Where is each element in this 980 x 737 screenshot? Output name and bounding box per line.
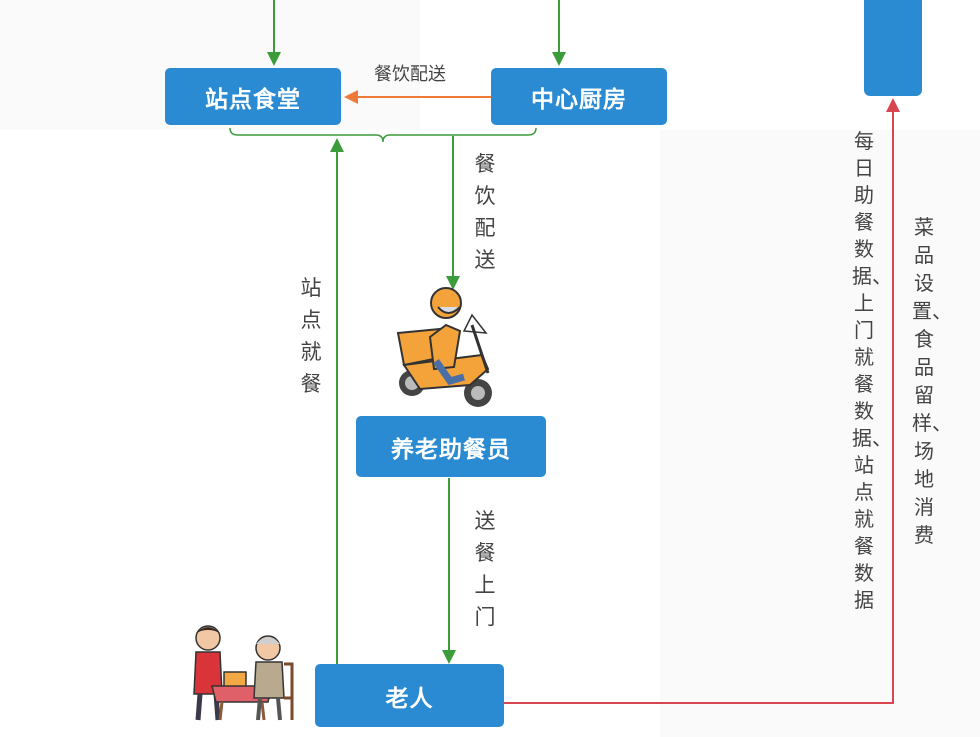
station-canteen-node: 站点食堂 (165, 68, 341, 125)
label-menu-settings: 菜品设置、食品留样、场地消费 (912, 215, 952, 547)
arrowhead-to-delivery (446, 276, 460, 290)
central-kitchen-node: 中心厨房 (491, 68, 667, 125)
group-bracket (229, 127, 537, 143)
elderly-dining-illustration (193, 625, 294, 721)
arrow-data-upload (504, 106, 894, 704)
label-send-to-door: 送餐上门 (474, 509, 496, 629)
arrowhead-dine-in (330, 138, 344, 152)
arrowhead-to-elderly (442, 650, 456, 664)
label-kitchen-to-canteen: 餐饮配送 (374, 64, 446, 85)
system-platform-block (864, 0, 922, 96)
label-dine-in: 站点就餐 (300, 276, 322, 396)
elderly-node: 老人 (315, 664, 504, 727)
delivery-scooter-illustration (396, 287, 492, 407)
arrowhead-canteen-top (267, 52, 281, 66)
meal-assistant-node: 养老助餐员 (356, 416, 546, 477)
arrowhead-kitchen-top (552, 52, 566, 66)
arrowhead-data-upload (886, 98, 900, 112)
background-panel-right (660, 130, 980, 737)
arrowhead-kitchen-to-canteen (344, 90, 358, 104)
label-delivery-vertical: 餐饮配送 (474, 152, 496, 272)
label-daily-data: 每日助餐数据、上门就餐数据、站点就餐数据 (852, 129, 892, 612)
